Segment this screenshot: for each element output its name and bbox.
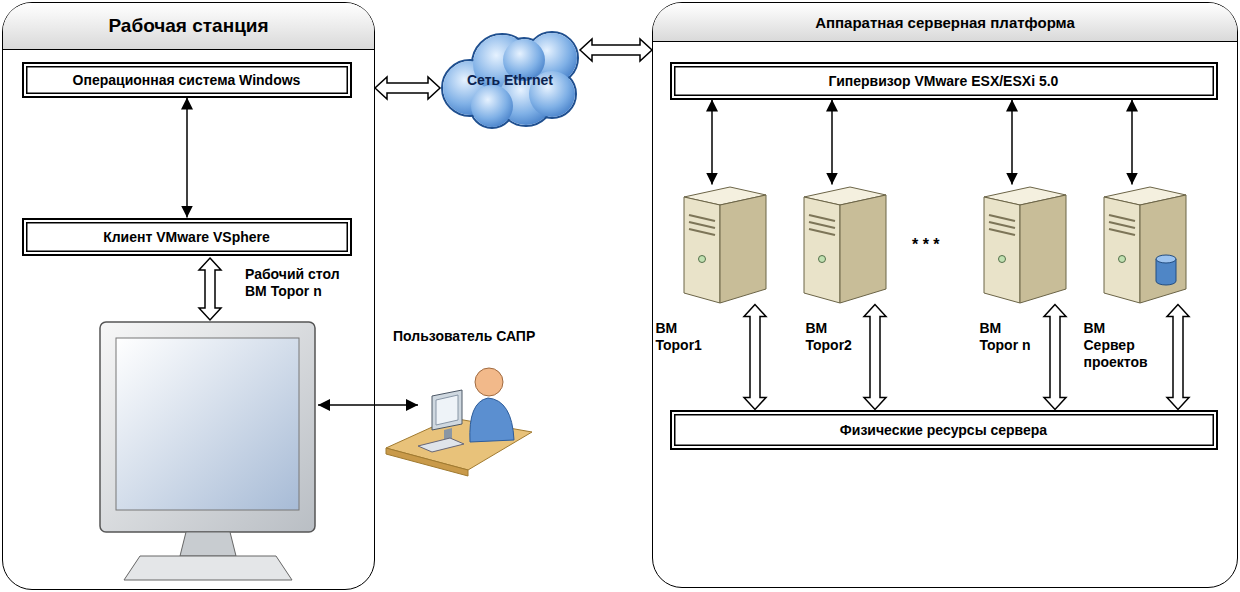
node-text: Физические ресурсы сервера: [840, 422, 1047, 438]
thin-arrow: [1011, 100, 1013, 185]
user-label: Пользователь САПР: [393, 328, 563, 345]
node-text: ВМ Topor2: [806, 320, 861, 354]
vm-server: ВМ Сервер проектов: [1100, 185, 1190, 305]
thin-arrow: [186, 98, 188, 218]
thin-arrow: [1131, 100, 1133, 185]
ellipsis-label: * * *: [912, 236, 972, 253]
vm-server: ВМ Topor1: [680, 185, 770, 305]
node-text: ВМ Topor1: [656, 320, 716, 354]
user-arrow: [318, 404, 418, 406]
node-text: Сеть Ethrnet: [467, 72, 553, 88]
network-cloud: Сеть Ethrnet: [440, 30, 580, 130]
node-text: ВМ Сервер проектов: [1084, 320, 1160, 371]
os-box: Операционная система Windows: [22, 62, 352, 98]
hypervisor-box: Гипервизор VMware ESX/ESXi 5.0: [670, 62, 1218, 100]
node-text: Гипервизор VMware ESX/ESXi 5.0: [829, 73, 1059, 89]
panel-header: Аппаратная серверная платформа: [653, 3, 1237, 42]
client-box: Клиент VMware VSphere: [22, 218, 352, 256]
server-icon: [800, 185, 890, 305]
double-arrow: [199, 258, 221, 320]
node-text: Аппаратная серверная платформа: [815, 14, 1075, 31]
double-arrow: [744, 305, 766, 410]
double-arrow: [864, 305, 886, 410]
double-arrow: [375, 77, 440, 99]
monitor-symbol: [100, 322, 315, 580]
node-text: Клиент VMware VSphere: [103, 229, 270, 245]
user-symbol: [386, 368, 532, 476]
node-text: Операционная система Windows: [73, 72, 301, 88]
double-arrow: [1167, 305, 1189, 410]
thin-arrow: [711, 100, 713, 185]
panel-header: Рабочая станция: [3, 3, 374, 50]
resources-box: Физические ресурсы сервера: [670, 410, 1218, 450]
vm-server: ВМ Topor n: [980, 185, 1070, 305]
server-icon: [680, 185, 770, 305]
node-text: Рабочая станция: [108, 15, 268, 37]
node-text: ВМ Topor n: [980, 320, 1040, 354]
vm-server: ВМ Topor2: [800, 185, 890, 305]
server-platform-panel: Аппаратная серверная платформаГипервизор…: [652, 2, 1238, 588]
server-icon: [980, 185, 1070, 305]
desktop-label: Рабочий стол ВМ Topor n: [245, 266, 357, 300]
double-arrow: [580, 39, 652, 61]
thin-arrow: [831, 100, 833, 185]
double-arrow: [1044, 305, 1066, 410]
server-icon: [1100, 185, 1190, 305]
